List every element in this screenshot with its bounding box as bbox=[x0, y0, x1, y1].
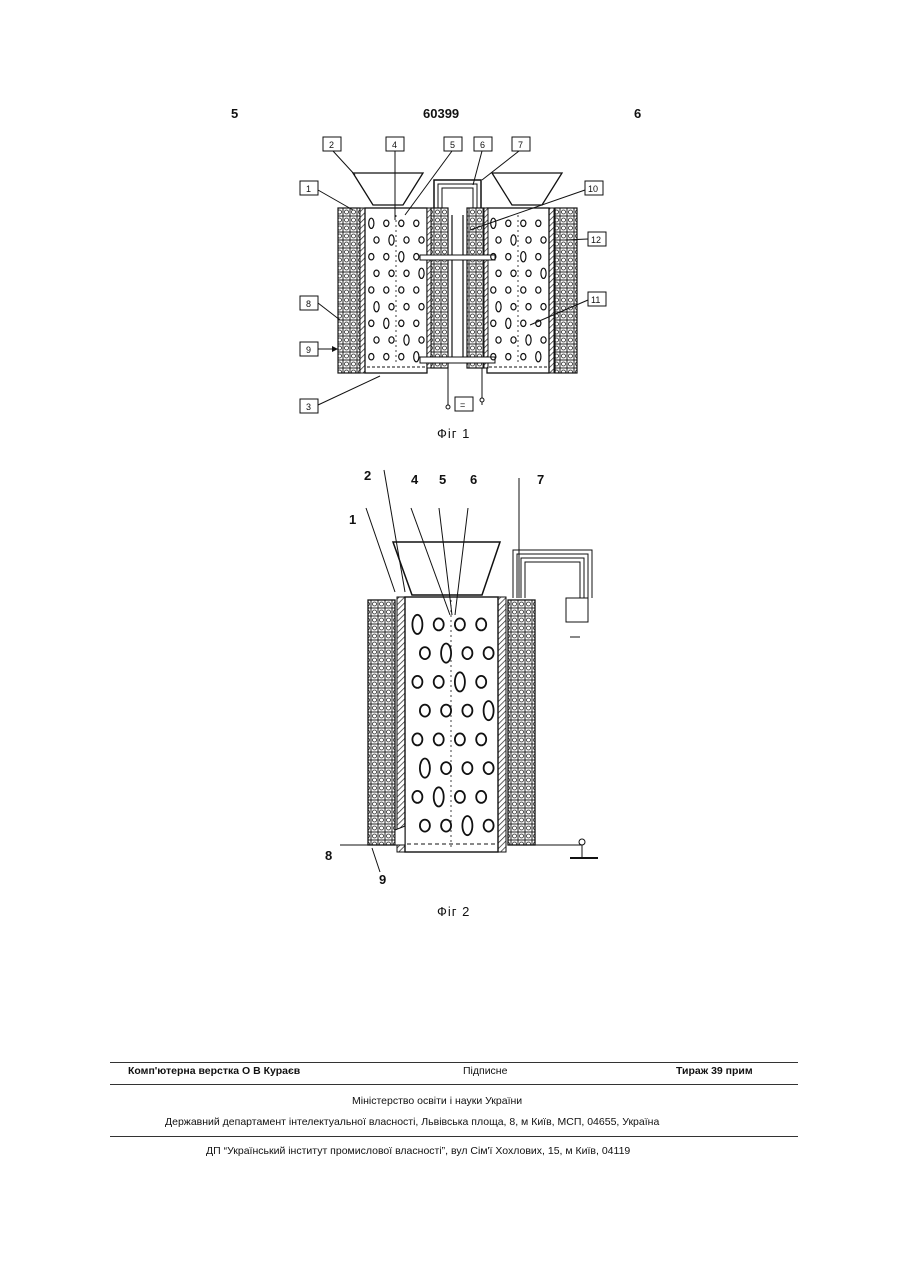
fig1-callout-4: 4 bbox=[392, 140, 397, 150]
footer-signed: Підписне bbox=[463, 1065, 507, 1077]
figure-2-caption: Фіг 2 bbox=[437, 904, 470, 919]
footer-layout-credit: Комп'ютерна верстка О В Кураєв bbox=[128, 1065, 300, 1077]
fig2-callout-9: 9 bbox=[379, 872, 386, 887]
fig1-callout-1: 1 bbox=[306, 184, 311, 194]
fig2-callout-1: 1 bbox=[349, 512, 356, 527]
fig1-power-symbol: = bbox=[460, 400, 465, 410]
fig1-callout-8: 8 bbox=[306, 299, 311, 309]
fig2-callout-5: 5 bbox=[439, 472, 446, 487]
fig1-callout-5: 5 bbox=[450, 140, 455, 150]
fig2-callout-2: 2 bbox=[364, 468, 371, 483]
fig2-callout-8: 8 bbox=[325, 848, 332, 863]
footer-rule-3 bbox=[110, 1136, 798, 1137]
fig2-callout-7: 7 bbox=[537, 472, 544, 487]
footer-department: Державний департамент інтелектуальної вл… bbox=[165, 1116, 659, 1128]
fig1-callout-10: 10 bbox=[588, 184, 598, 194]
fig1-coil-left bbox=[338, 208, 360, 373]
footer-rule-2 bbox=[110, 1084, 798, 1085]
fig1-callout-7: 7 bbox=[518, 140, 523, 150]
fig1-hopper-left bbox=[353, 173, 423, 205]
footer-institute: ДП “Український інститут промислової вла… bbox=[206, 1145, 630, 1157]
fig1-callout-6: 6 bbox=[480, 140, 485, 150]
fig2-coil-left bbox=[368, 600, 395, 845]
fig2-coil-right bbox=[508, 600, 535, 845]
fig1-hopper-right bbox=[492, 173, 562, 205]
footer-ministry: Міністерство освіти і науки України bbox=[352, 1095, 522, 1107]
fig2-chamber bbox=[405, 597, 498, 852]
fig1-callout-3: 3 bbox=[306, 402, 311, 412]
fig2-callout-6: 6 bbox=[470, 472, 477, 487]
fig1-coil-right bbox=[555, 208, 577, 373]
fig1-callout-11: 11 bbox=[591, 295, 600, 305]
figure-1-caption: Фіг 1 bbox=[437, 426, 470, 441]
fig1-callout-2: 2 bbox=[329, 140, 334, 150]
fig1-callout-12: 12 bbox=[591, 235, 601, 245]
fig2-callout-4: 4 bbox=[411, 472, 419, 487]
footer-circulation: Тираж 39 прим bbox=[676, 1065, 753, 1077]
footer-rule-top bbox=[110, 1062, 798, 1063]
fig1-callout-9: 9 bbox=[306, 345, 311, 355]
